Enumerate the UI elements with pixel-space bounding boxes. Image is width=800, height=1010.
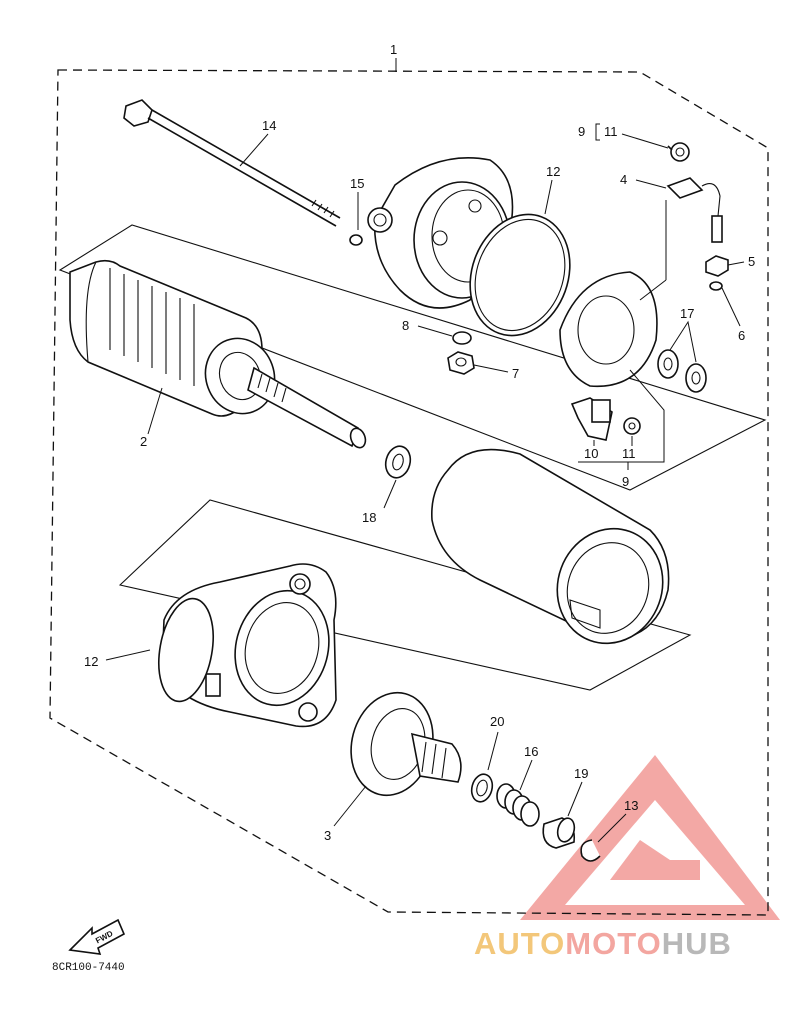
washer-17b-hole	[691, 371, 701, 385]
callout-20: 20	[490, 714, 504, 729]
callout-19: 19	[574, 766, 588, 781]
leader-12-lower	[105, 649, 151, 661]
leader-18	[383, 479, 397, 509]
leader-14	[239, 133, 269, 167]
washer-20-hole	[476, 779, 488, 797]
screw-11-lower	[623, 417, 641, 435]
callout-9-lower: 9	[622, 474, 629, 489]
washer-8	[452, 331, 472, 345]
o-ring-12-upper-inner	[474, 218, 566, 332]
armature	[69, 259, 367, 449]
leader-19	[567, 781, 583, 817]
leader-4	[635, 179, 667, 189]
bracket-9-lower	[578, 369, 665, 463]
plane-upper	[58, 224, 767, 491]
callout-10: 10	[584, 446, 598, 461]
brush-plate	[559, 271, 658, 388]
watermark-moto: MOTO	[565, 926, 662, 961]
callout-14: 14	[262, 118, 276, 133]
nut-5	[705, 255, 729, 277]
leader-3	[333, 785, 367, 827]
o-ring-12-lower	[158, 597, 214, 703]
brush-4	[666, 177, 723, 243]
leader-7	[473, 364, 509, 373]
washer-17a-hole	[663, 357, 673, 371]
leader-8	[417, 325, 453, 337]
starter-clutch	[350, 691, 462, 797]
yoke-housing	[431, 448, 670, 645]
watermark-auto: AUTO	[474, 926, 566, 961]
diagram-code: 8CR100-7440	[52, 962, 125, 974]
o-ring-15	[349, 234, 363, 246]
washer-17a	[657, 349, 679, 379]
nut-7	[447, 351, 475, 375]
callout-5: 5	[748, 254, 755, 269]
leader-5	[727, 261, 745, 266]
callout-11-upper: 11	[604, 124, 618, 139]
assembly-boundary	[49, 69, 769, 916]
callout-3: 3	[324, 828, 331, 843]
callout-18: 18	[362, 510, 376, 525]
callout-6: 6	[738, 328, 745, 343]
washer-18-hole	[392, 453, 404, 471]
brush-clip-10	[570, 397, 613, 441]
leader-12-upper	[544, 179, 553, 215]
leader-11-upper	[621, 133, 669, 149]
callout-11-lower: 11	[622, 446, 636, 461]
washer-17b	[685, 363, 707, 393]
washer-20	[470, 773, 494, 803]
washer-18	[384, 445, 412, 479]
callout-17: 17	[680, 306, 694, 321]
callout-13: 13	[624, 798, 638, 813]
bracket-9-11	[595, 123, 600, 141]
circlip-13	[580, 839, 601, 862]
callout-1: 1	[390, 42, 397, 57]
callout-4: 4	[620, 172, 627, 187]
leader-2	[147, 387, 163, 435]
callout-15: 15	[350, 176, 364, 191]
callout-9-upper: 9	[578, 124, 585, 139]
leader-4-plate	[639, 279, 667, 301]
leader-13	[597, 813, 627, 843]
collar-19	[542, 817, 576, 849]
ring-6	[709, 281, 723, 291]
callout-7: 7	[512, 366, 519, 381]
through-bolt	[123, 99, 341, 227]
leader-6	[721, 287, 741, 327]
leader-17	[669, 320, 697, 363]
o-ring-12-upper	[469, 213, 571, 337]
callout-12-upper: 12	[546, 164, 560, 179]
leader-16	[519, 759, 533, 791]
callout-2: 2	[140, 434, 147, 449]
screw-11-upper	[667, 142, 690, 162]
leader-20	[487, 731, 499, 771]
watermark-hub: HUB	[661, 926, 732, 961]
watermark-text: AUTOMOTOHUB	[474, 926, 732, 962]
callout-12-lower: 12	[84, 654, 98, 669]
plane-lower	[118, 499, 692, 691]
callout-8: 8	[402, 318, 409, 333]
callout-16: 16	[524, 744, 538, 759]
watermark-triangle-logo	[520, 755, 780, 920]
fwd-arrow-icon	[68, 918, 126, 955]
spring-16	[496, 783, 540, 827]
